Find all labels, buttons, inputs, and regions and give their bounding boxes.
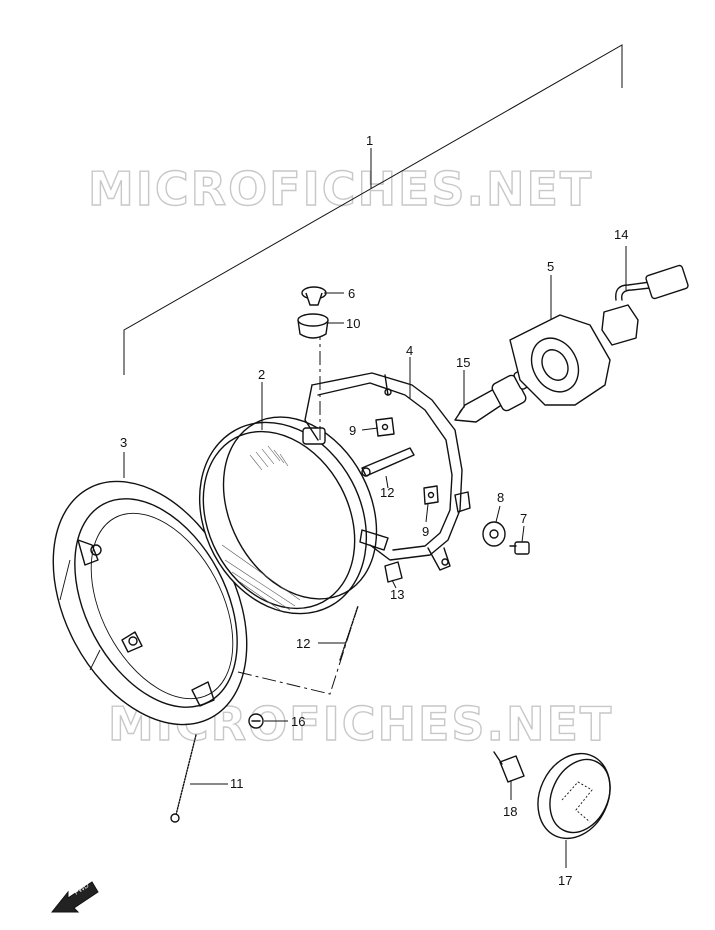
- part-12-adjuster-upper[interactable]: [361, 447, 415, 477]
- part-7-bolt[interactable]: [509, 541, 530, 555]
- part-11-adjusting-screw[interactable]: [170, 734, 197, 823]
- assembly-bracket: [123, 44, 623, 375]
- callout-5: 5: [547, 259, 554, 274]
- watermark-top: MICROFICHES.NET: [88, 162, 593, 216]
- leader-lines: [123, 275, 567, 868]
- part-16-screw[interactable]: [248, 713, 264, 729]
- callout-13: 13: [390, 587, 404, 602]
- callout-16: 16: [291, 714, 305, 729]
- part-9-clip-upper[interactable]: [375, 417, 395, 437]
- part-4-headlamp-bracket[interactable]: [304, 372, 471, 571]
- part-6-screw[interactable]: [301, 286, 327, 306]
- callout-8: 8: [497, 490, 504, 505]
- phantom-lines: [237, 337, 359, 695]
- callout-4: 4: [406, 343, 413, 358]
- part-14-socket-connector[interactable]: [601, 246, 689, 346]
- part-13-nut[interactable]: [384, 561, 403, 583]
- callout-11: 11: [230, 776, 244, 791]
- callout-9-upper: 9: [349, 423, 356, 438]
- callout-15: 15: [456, 355, 470, 370]
- fwd-arrow-icon: FWD: [50, 881, 99, 913]
- part-18-spacer[interactable]: [493, 751, 525, 783]
- part-3-headlamp-rim[interactable]: [14, 448, 286, 757]
- part-10-grommet[interactable]: [297, 313, 329, 339]
- callout-9-lower: 9: [422, 524, 429, 539]
- callout-6: 6: [348, 286, 355, 301]
- callout-1: 1: [366, 133, 373, 148]
- callout-3: 3: [120, 435, 127, 450]
- part-9-clip-lower[interactable]: [423, 485, 439, 505]
- callout-12-lower: 12: [296, 636, 310, 651]
- callout-12-upper: 12: [380, 485, 394, 500]
- part-2-headlamp-lens[interactable]: [167, 390, 407, 643]
- part-8-damper[interactable]: [482, 521, 506, 547]
- callout-7: 7: [520, 511, 527, 526]
- callout-10: 10: [346, 316, 360, 331]
- callout-14: 14: [614, 227, 628, 242]
- part-17-pilot-lens[interactable]: [525, 742, 624, 850]
- part-5-bulb-cover[interactable]: [509, 314, 611, 406]
- callout-2: 2: [258, 367, 265, 382]
- callout-18: 18: [503, 804, 517, 819]
- callout-17: 17: [558, 873, 572, 888]
